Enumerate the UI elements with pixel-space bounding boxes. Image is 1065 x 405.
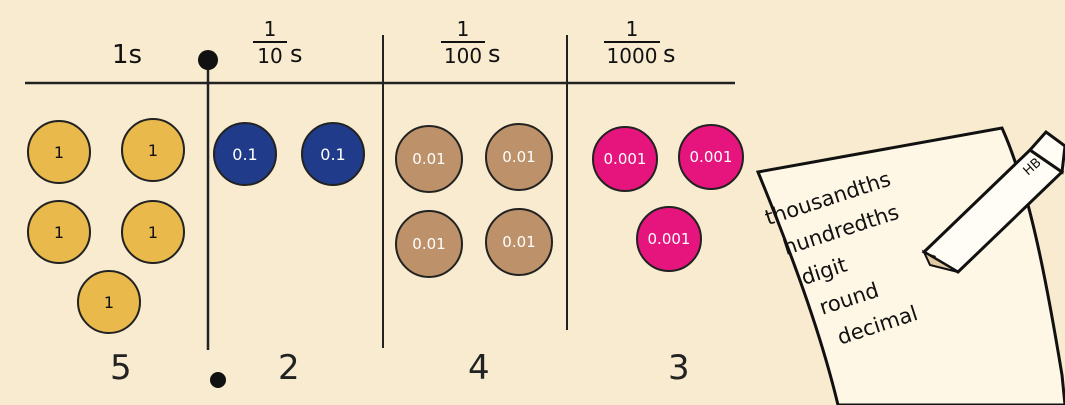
fraction-numerator: 1 [263, 17, 277, 41]
header-tenths-fraction: 1 10 [253, 18, 287, 67]
pencil-icon: HB [921, 129, 1065, 274]
total-ones: 5 [110, 348, 132, 388]
total-tenths: 2 [278, 348, 300, 388]
vocabulary-note: thousandths hundredths digit round decim… [755, 126, 1065, 405]
coin-thousandths: 0.001 [678, 124, 744, 190]
header-hundredths-fraction: 1 100 [441, 18, 485, 67]
fraction-denominator: 100 [443, 44, 483, 68]
decimal-point-total [210, 372, 226, 388]
fraction-numerator: 1 [625, 17, 639, 41]
coin-tenths: 0.1 [213, 122, 277, 186]
total-hundredths: 4 [468, 348, 490, 388]
fraction-bar [253, 41, 287, 43]
decimal-point-header [198, 50, 218, 70]
coin-hundredths: 0.01 [395, 125, 463, 193]
coin-thousandths: 0.001 [636, 206, 702, 272]
coin-hundredths: 0.01 [485, 123, 553, 191]
coin-thousandths: 0.001 [592, 126, 658, 192]
header-tenths-unit: s [290, 40, 303, 68]
coin-ones: 1 [121, 118, 185, 182]
header-thousandths-fraction: 1 1000 [604, 18, 660, 67]
fraction-denominator: 10 [257, 44, 283, 68]
coin-tenths: 0.1 [301, 122, 365, 186]
fraction-bar [604, 41, 660, 43]
header-hundredths-unit: s [488, 40, 501, 68]
fraction-denominator: 1000 [606, 44, 658, 68]
coin-ones: 1 [77, 270, 141, 334]
header-thousandths-unit: s [663, 40, 676, 68]
coin-ones: 1 [27, 120, 91, 184]
header-ones: 1s [112, 40, 143, 70]
coin-ones: 1 [121, 200, 185, 264]
coin-hundredths: 0.01 [395, 210, 463, 278]
fraction-bar [441, 41, 485, 43]
total-thousandths: 3 [668, 348, 690, 388]
coin-hundredths: 0.01 [485, 208, 553, 276]
coin-ones: 1 [27, 200, 91, 264]
fraction-numerator: 1 [456, 17, 470, 41]
